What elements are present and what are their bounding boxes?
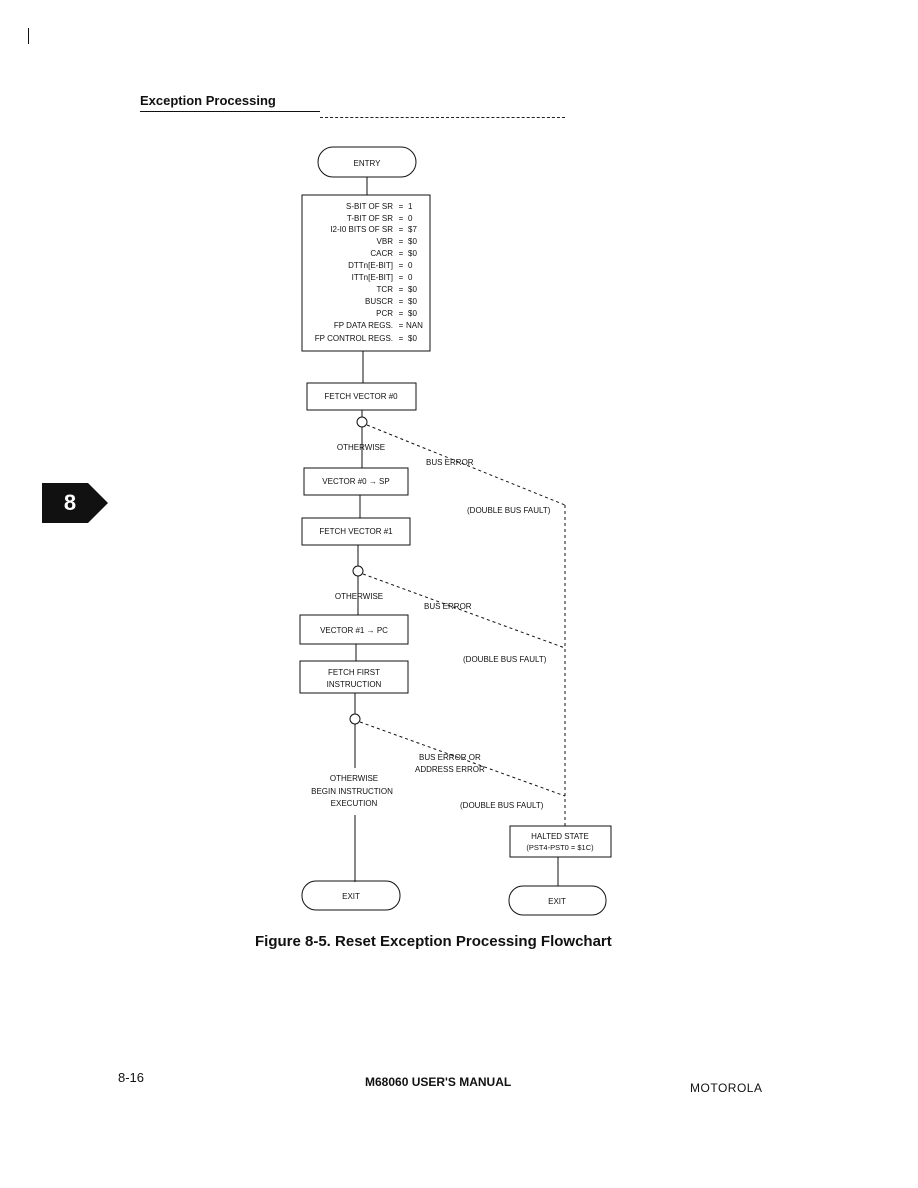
fetch-vector-1-label: FETCH VECTOR #1 — [319, 527, 393, 536]
register-row-op: = — [399, 225, 404, 234]
halted-state-box — [509, 825, 612, 858]
register-row-name: PCR — [376, 309, 393, 318]
fetch-first-label-line2: INSTRUCTION — [327, 680, 382, 689]
register-row-value: $0 — [408, 334, 417, 343]
register-row-op: = — [399, 261, 404, 270]
register-row-name: CACR — [370, 249, 393, 258]
fetch-first-label-line1: FETCH FIRST — [328, 668, 380, 677]
fetch-vector-1-box — [301, 517, 411, 546]
bus-error-label-1: BUS ERROR — [426, 458, 474, 467]
section-tab-number: 8 — [63, 490, 77, 515]
register-row-value: $0 — [408, 285, 417, 294]
register-row-op: = — [399, 249, 404, 258]
decision-node-3 — [349, 713, 361, 725]
register-row-name: DTTn[E-BIT] — [348, 261, 393, 270]
halted-state-line1: HALTED STATE — [531, 832, 589, 841]
register-row-name: T-BIT OF SR — [347, 214, 393, 223]
register-row-op: = — [399, 285, 404, 294]
section-title: Exception Processing — [140, 93, 276, 108]
bus-error-label-3-line2: ADDRESS ERROR — [415, 765, 485, 774]
page-number: 8-16 — [118, 1070, 145, 1085]
begin-execution-line1: BEGIN INSTRUCTION — [311, 787, 393, 796]
margin-change-bar — [28, 28, 29, 44]
register-init-box — [301, 194, 431, 352]
header-rule — [140, 111, 320, 112]
register-row-name: ITTn[E-BIT] — [352, 273, 393, 282]
register-row-op: = — [399, 273, 404, 282]
vector-0-to-sp-box — [303, 467, 409, 496]
begin-execution-line2: EXECUTION — [331, 799, 378, 808]
register-row-value: 0 — [408, 261, 413, 270]
exit-label-left: EXIT — [342, 892, 360, 901]
register-row-op: = — [399, 321, 404, 330]
vector-1-to-pc-box — [299, 614, 409, 645]
exit-terminal-left — [301, 880, 401, 911]
decision-node-2 — [352, 565, 364, 577]
register-row-value: $7 — [408, 225, 417, 234]
register-row-op: = — [399, 297, 404, 306]
fetch-vector-0-label: FETCH VECTOR #0 — [324, 392, 398, 401]
register-row-name: FP DATA REGS. — [334, 321, 393, 330]
register-row-name: BUSCR — [365, 297, 393, 306]
register-row-name: FP CONTROL REGS. — [315, 334, 393, 343]
register-row-op: = — [399, 237, 404, 246]
register-row-value: $0 — [408, 237, 417, 246]
register-row-name: I2-I0 BITS OF SR — [330, 225, 393, 234]
decision-node-1 — [356, 416, 368, 428]
register-row-value: $0 — [408, 297, 417, 306]
register-row-value: 1 — [408, 202, 413, 211]
register-row-op: = — [399, 334, 404, 343]
entry-label: ENTRY — [354, 159, 382, 168]
register-row-value: 0 — [408, 214, 413, 223]
double-bus-fault-label-2: (DOUBLE BUS FAULT) — [463, 655, 547, 664]
fetch-first-instruction-box — [299, 660, 409, 694]
register-row-op: = — [399, 214, 404, 223]
exit-label-right: EXIT — [548, 897, 566, 906]
header-rule-dashed — [320, 117, 565, 118]
company-name: MOTOROLA — [690, 1081, 763, 1095]
register-row-value: 0 — [408, 273, 413, 282]
bus-error-label-2: BUS ERROR — [424, 602, 472, 611]
register-row-op: = — [399, 202, 404, 211]
exit-terminal-right — [508, 885, 607, 916]
figure-caption: Figure 8-5. Reset Exception Processing F… — [255, 933, 612, 950]
manual-title: M68060 USER'S MANUAL — [365, 1075, 512, 1089]
double-bus-fault-label-1: (DOUBLE BUS FAULT) — [467, 506, 551, 515]
register-row-op: = — [399, 309, 404, 318]
vector-1-to-pc-label: VECTOR #1 → PC — [320, 626, 388, 635]
register-row-value: $0 — [408, 249, 417, 258]
bus-error-label-3-line1: BUS ERROR OR — [419, 753, 481, 762]
otherwise-label-1: OTHERWISE — [337, 443, 385, 452]
register-row-value: NAN — [406, 321, 423, 330]
otherwise-label-2: OTHERWISE — [335, 592, 383, 601]
section-tab — [42, 483, 108, 523]
otherwise-label-3: OTHERWISE — [330, 774, 378, 783]
register-row-name: TCR — [377, 285, 394, 294]
halted-state-line2: (PST4-PST0 = $1C) — [526, 843, 594, 852]
register-row-value: $0 — [408, 309, 417, 318]
register-row-name: VBR — [377, 237, 394, 246]
vector-0-to-sp-label: VECTOR #0 → SP — [322, 477, 389, 486]
register-row-name: S-BIT OF SR — [346, 202, 393, 211]
double-bus-fault-label-3: (DOUBLE BUS FAULT) — [460, 801, 544, 810]
register-rows: S-BIT OF SR = 1 T-BIT OF SR = 0 I2-I0 BI… — [315, 202, 423, 343]
